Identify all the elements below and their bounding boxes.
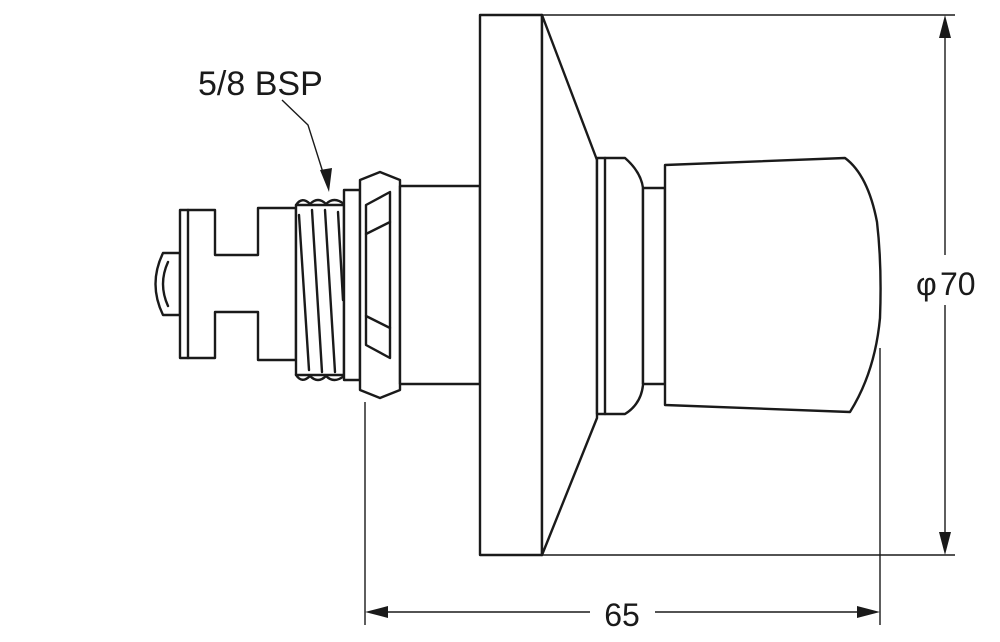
- flange-plate: [478, 13, 599, 557]
- spindle-tip: [154, 251, 182, 317]
- hex-nut: [342, 170, 402, 400]
- extension-lines: [364, 14, 955, 625]
- collar: [595, 156, 645, 416]
- thread-label: 5/8 BSP: [198, 65, 323, 103]
- splined-spindle: [178, 206, 298, 362]
- length-value: 65: [604, 597, 640, 633]
- neck: [641, 186, 667, 386]
- handle: [663, 156, 882, 414]
- diameter-symbol: φ: [916, 266, 937, 302]
- threaded-body: [294, 198, 346, 382]
- thread-callout: 5/8 BSP: [198, 65, 332, 192]
- diameter-dimension: φ 70: [916, 15, 976, 555]
- diameter-value: 70: [940, 266, 976, 302]
- length-dimension: 65: [365, 597, 880, 633]
- body-cylinder: [398, 184, 482, 386]
